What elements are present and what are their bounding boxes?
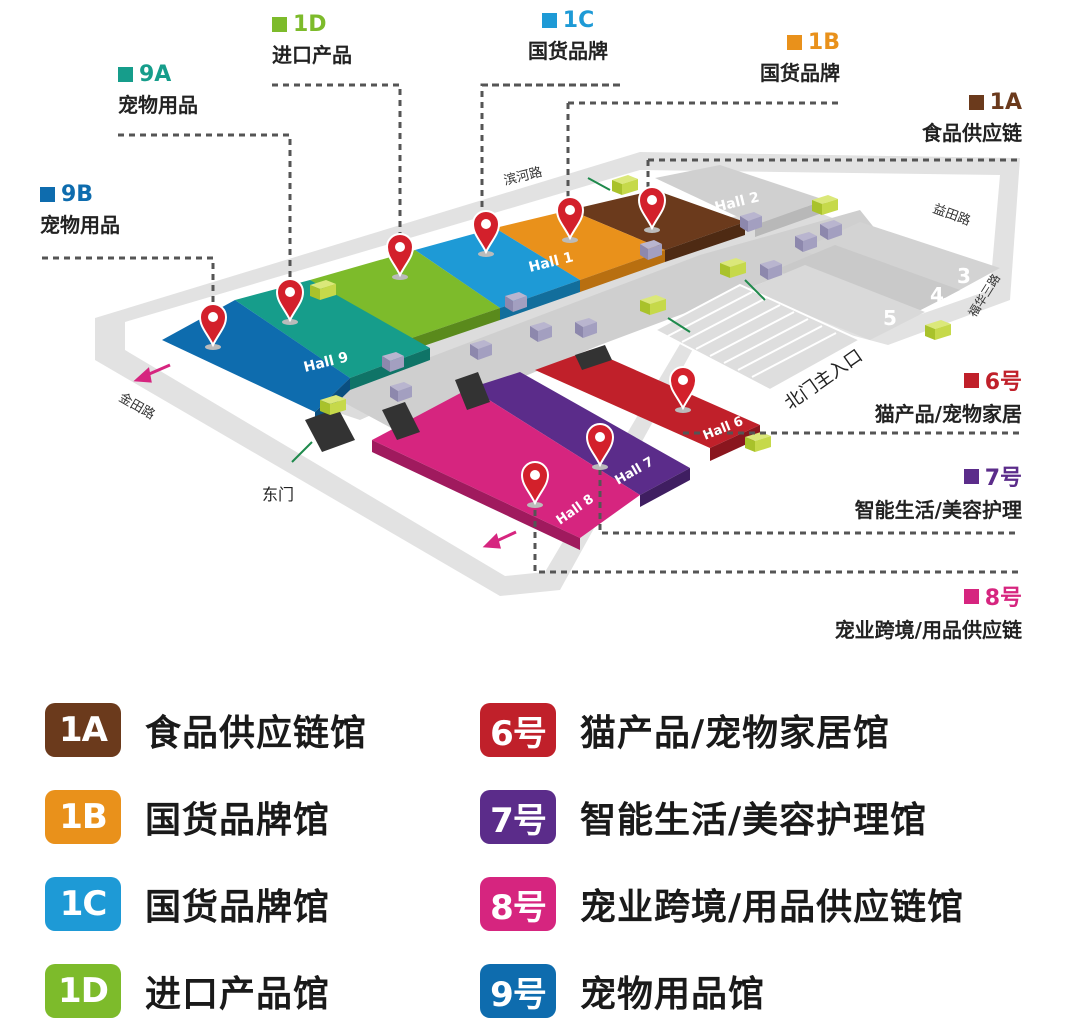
legend-label: 猫产品/宠物家居馆 [580, 713, 891, 754]
gate-arrows [291, 177, 766, 463]
legend-item-6: 6号 猫产品/宠物家居馆 [480, 703, 890, 757]
hall-8 [372, 388, 640, 538]
callout-7: 7号 智能生活/美容护理 [855, 460, 1022, 523]
legend-item-1a: 1A 食品供应链馆 [45, 703, 367, 757]
callout-9b: 9B 宠物用品 [40, 182, 120, 238]
color-swatch [272, 17, 287, 32]
legend-badge: 1C [45, 877, 121, 931]
legend-item-7: 7号 智能生活/美容护理馆 [480, 790, 927, 844]
callout-label: 食品供应链 [922, 121, 1022, 145]
legend-item-1b: 1B 国货品牌馆 [45, 790, 330, 844]
hall-1c [415, 228, 580, 308]
hall-6 [535, 350, 760, 448]
callout-code: 1A [989, 90, 1022, 115]
callout-label: 进口产品 [272, 43, 352, 67]
east-gate-label: 东门 [262, 485, 294, 504]
callout-label: 国货品牌 [528, 39, 608, 63]
legend-item-8: 8号 宠业跨境/用品供应链馆 [480, 877, 964, 931]
callout-1c: 1C 国货品牌 [528, 8, 608, 64]
color-swatch [968, 95, 984, 110]
hall-2 [655, 165, 825, 225]
legend-badge: 9号 [480, 964, 556, 1018]
hall-1d [310, 250, 500, 342]
color-swatch [118, 67, 133, 82]
legend-badge: 8号 [480, 877, 556, 931]
legend-badge: 6号 [480, 703, 556, 757]
color-swatch [963, 468, 979, 484]
callout-1b: 1B 国货品牌 [760, 30, 840, 86]
north-stairs [652, 283, 863, 392]
venue-map: 滨河路 益田路 福华三路 金田路 东门 北门主入口 Hall 2 Hall 1 … [42, 83, 1020, 596]
callout-code: 1C [562, 8, 595, 33]
legend-badge: 1A [45, 703, 121, 757]
callout-6: 6号 猫产品/宠物家居 [875, 364, 1022, 427]
callout-code: 9B [61, 182, 94, 207]
callout-label: 宠业跨境/用品供应链 [834, 618, 1022, 642]
callout-1d: 1D 进口产品 [272, 12, 352, 68]
callout-label: 宠物用品 [40, 213, 120, 237]
callout-code: 6号 [984, 370, 1022, 395]
callout-code: 7号 [984, 466, 1022, 491]
callout-code: 1B [807, 30, 840, 55]
callout-label: 猫产品/宠物家居 [874, 402, 1022, 426]
leader-lines [42, 83, 1020, 574]
hall-7 [470, 372, 690, 495]
legend-label: 进口产品馆 [145, 974, 331, 1015]
callout-1a: 1A 食品供应链 [922, 90, 1022, 146]
hall-5-number: 5 [883, 306, 897, 330]
hall-4-number: 4 [930, 283, 944, 307]
exit-arrows [133, 363, 517, 549]
legend-badge: 1B [45, 790, 121, 844]
legend-label: 国货品牌馆 [145, 800, 331, 841]
escalators [305, 345, 612, 452]
legend-label: 食品供应链馆 [145, 713, 368, 754]
callout-code: 8号 [984, 586, 1022, 611]
legend-item-9: 9号 宠物用品馆 [480, 964, 765, 1018]
legend-label: 宠业跨境/用品供应链馆 [580, 887, 965, 928]
legend-label: 宠物用品馆 [580, 974, 766, 1015]
hall-3-number: 3 [957, 264, 971, 288]
legend-label: 国货品牌馆 [145, 887, 331, 928]
legend-badge: 7号 [480, 790, 556, 844]
callout-label: 国货品牌 [760, 61, 840, 85]
legend-label: 智能生活/美容护理馆 [580, 800, 928, 841]
color-swatch [40, 187, 55, 202]
hall-3 [800, 222, 1000, 298]
hall-5 [745, 265, 925, 340]
color-swatch [963, 372, 979, 388]
legend-item-1d: 1D 进口产品馆 [45, 964, 330, 1018]
legend-item-1c: 1C 国货品牌馆 [45, 877, 330, 931]
callout-code: 1D [293, 12, 327, 37]
callout-code: 9A [139, 62, 172, 87]
callout-9a: 9A 宠物用品 [118, 62, 198, 118]
hall-4 [775, 245, 960, 318]
legend-badge: 1D [45, 964, 121, 1018]
color-swatch [541, 13, 557, 28]
callout-8: 8号 宠业跨境/用品供应链 [835, 580, 1022, 643]
hall-1b [495, 210, 665, 280]
road-jintian-label: 金田路 [116, 390, 158, 423]
color-swatch [963, 588, 979, 604]
callout-label: 宠物用品 [118, 93, 198, 117]
callout-label: 智能生活/美容护理 [854, 498, 1022, 522]
color-swatch [786, 35, 802, 50]
